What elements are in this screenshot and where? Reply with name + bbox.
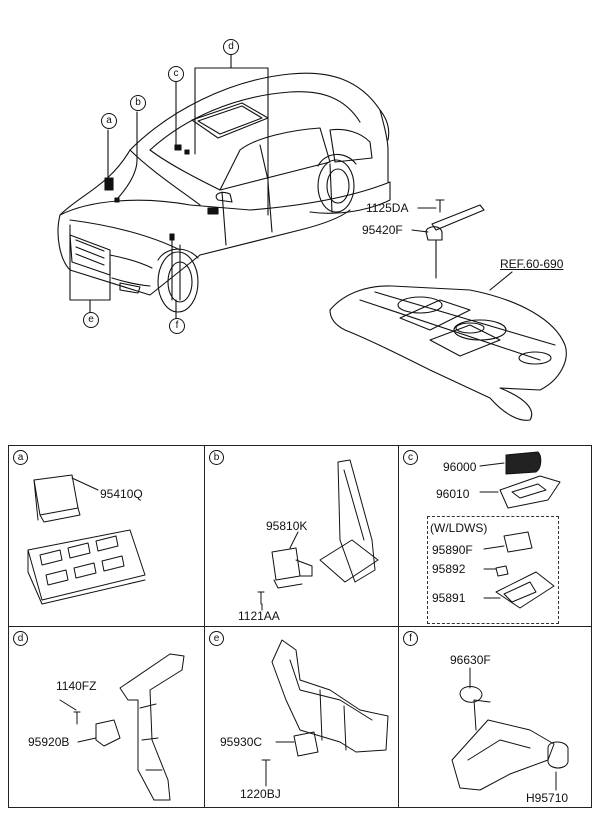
bolt-1220BJ-drawing bbox=[261, 759, 271, 775]
part-95890F[interactable]: 95890F bbox=[432, 543, 473, 557]
panel-label-b: b bbox=[209, 450, 224, 465]
bolt-1140FZ-drawing bbox=[73, 711, 81, 725]
sensor-96630F-drawing bbox=[459, 686, 483, 703]
panel-label-a: a bbox=[13, 450, 28, 465]
callout-b[interactable]: b bbox=[130, 95, 146, 111]
part-95410Q[interactable]: 95410Q bbox=[100, 487, 143, 501]
sensor-95930C-drawing bbox=[293, 731, 319, 757]
part-96630F[interactable]: 96630F bbox=[450, 653, 491, 667]
sensor-95810K-drawing bbox=[271, 547, 313, 589]
callout-c[interactable]: c bbox=[168, 66, 184, 82]
rear-floor-panel bbox=[329, 271, 567, 421]
b-pillar-drawing bbox=[119, 653, 185, 801]
part-96000[interactable]: 96000 bbox=[443, 460, 477, 474]
part-label-screw[interactable]: 1125DA bbox=[366, 201, 409, 215]
front-structure-drawing bbox=[271, 639, 389, 753]
module-95410Q-drawing bbox=[33, 474, 99, 523]
callout-a[interactable]: a bbox=[101, 113, 117, 129]
part-1121AA[interactable]: 1121AA bbox=[238, 609, 280, 623]
panel-label-f: f bbox=[403, 631, 418, 646]
rear-structure-drawing bbox=[451, 699, 555, 791]
part-95930C[interactable]: 95930C bbox=[220, 735, 263, 749]
ldws-option-box bbox=[427, 516, 559, 624]
part-H95710[interactable]: H95710 bbox=[526, 791, 569, 805]
callout-f[interactable]: f bbox=[169, 318, 185, 334]
sensor-95920B-drawing bbox=[95, 719, 121, 747]
panel-label-d: d bbox=[13, 631, 28, 646]
part-95892[interactable]: 95892 bbox=[432, 562, 466, 576]
ldws-title: (W/LDWS) bbox=[430, 521, 488, 535]
panel-label-c: c bbox=[403, 450, 418, 465]
panel-f: f bbox=[398, 626, 592, 808]
part-95891[interactable]: 95891 bbox=[432, 591, 466, 605]
part-1140FZ[interactable]: 1140FZ bbox=[56, 679, 97, 693]
junction-box-drawing bbox=[27, 529, 146, 605]
part-1220BJ[interactable]: 1220BJ bbox=[240, 787, 281, 801]
bolt-1121AA-drawing bbox=[257, 591, 265, 605]
callout-e[interactable]: e bbox=[83, 312, 99, 328]
panel-label-e: e bbox=[209, 631, 224, 646]
overview-illustration bbox=[57, 54, 567, 421]
sensor-H95710-drawing bbox=[547, 741, 569, 769]
reference-label[interactable]: REF.60-690 bbox=[500, 257, 564, 271]
ldws-unit-drawing bbox=[483, 531, 555, 609]
part-95810K[interactable]: 95810K bbox=[266, 519, 308, 533]
car-illustration bbox=[57, 72, 391, 313]
pillar-b-drawing bbox=[319, 459, 379, 583]
callout-d[interactable]: d bbox=[223, 39, 239, 55]
part-95920B[interactable]: 95920B bbox=[28, 735, 70, 749]
part-label-bracket[interactable]: 95420F bbox=[362, 223, 403, 237]
cover-96010-drawing bbox=[499, 475, 561, 509]
part-96010[interactable]: 96010 bbox=[436, 487, 470, 501]
camera-96000-drawing bbox=[505, 451, 542, 475]
